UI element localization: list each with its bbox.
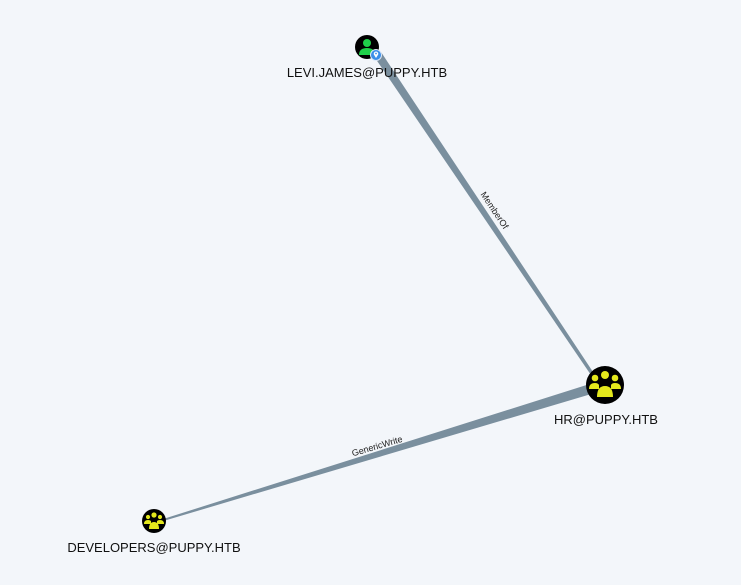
node-developers[interactable]: DEVELOPERS@PUPPY.HTB bbox=[67, 509, 241, 555]
node-label-levi: LEVI.JAMES@PUPPY.HTB bbox=[287, 65, 447, 80]
edge-genericwrite-line[interactable] bbox=[160, 382, 598, 522]
edge-genericwrite[interactable]: GenericWrite bbox=[160, 382, 598, 522]
group-icon bbox=[589, 371, 621, 397]
owned-badge-icon bbox=[370, 49, 382, 61]
edge-memberof-line[interactable] bbox=[371, 52, 597, 378]
node-hr[interactable]: HR@PUPPY.HTB bbox=[554, 366, 658, 427]
node-label-developers: DEVELOPERS@PUPPY.HTB bbox=[67, 540, 240, 555]
node-label-hr: HR@PUPPY.HTB bbox=[554, 412, 658, 427]
node-levi-james[interactable]: LEVI.JAMES@PUPPY.HTB bbox=[287, 35, 447, 80]
group-icon bbox=[144, 512, 164, 529]
edge-memberof[interactable]: MemberOf bbox=[371, 52, 597, 378]
